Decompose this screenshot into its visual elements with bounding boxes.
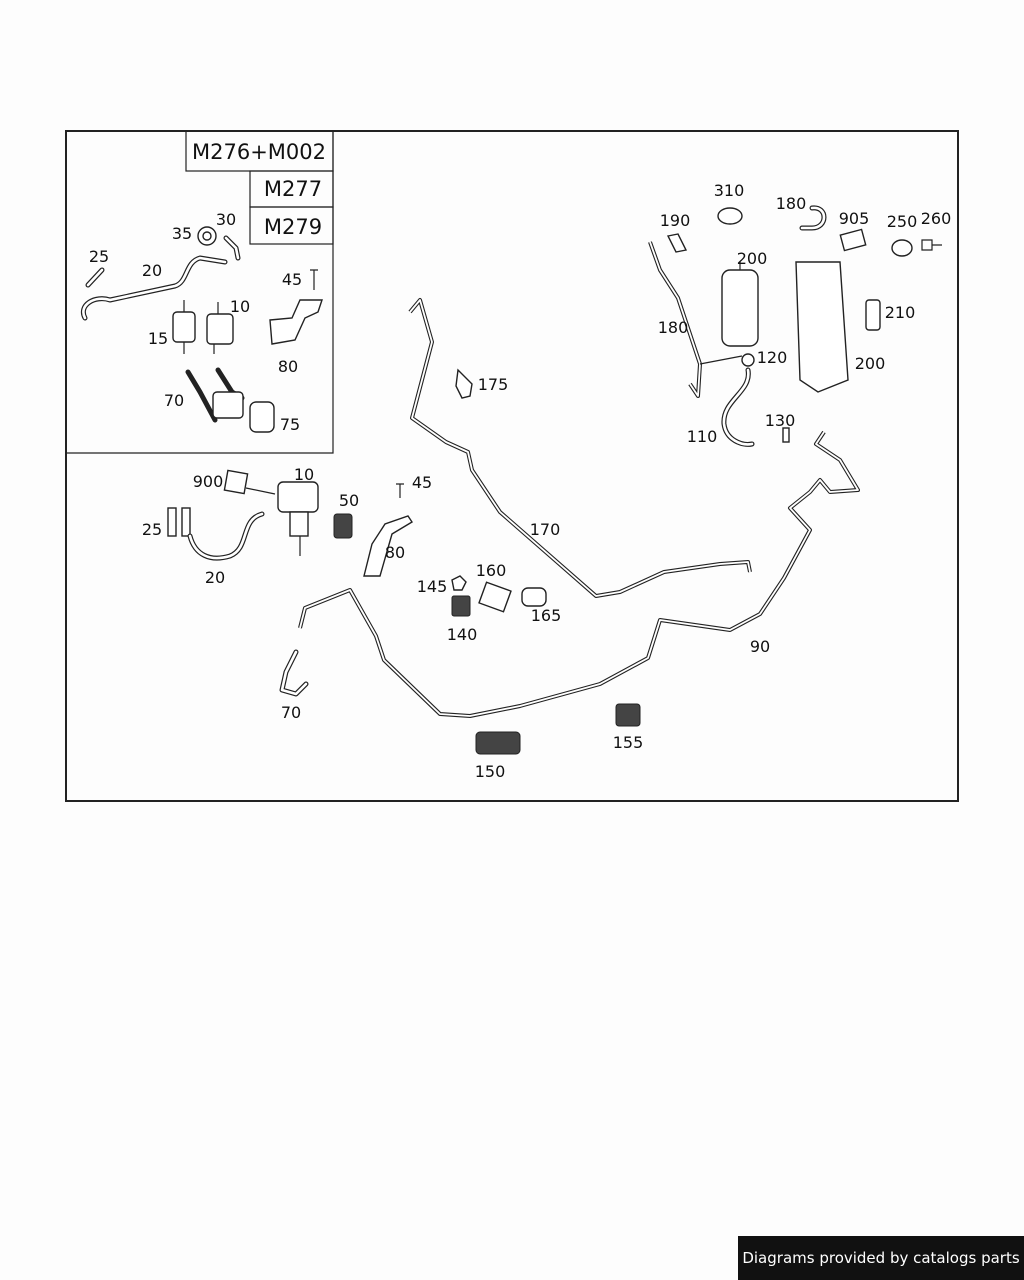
callout-labels: 25 20 35 30 45 10 15 80 70 75 900 10 25 …: [89, 181, 951, 781]
pipe-90: [298, 430, 860, 718]
label-150: 150: [475, 762, 506, 781]
variant-m276: M276+M002: [192, 140, 326, 164]
variant-m277: M277: [264, 177, 322, 201]
connector-175: [455, 368, 473, 399]
valve-10-inset: [206, 313, 234, 345]
diagram-frame: [65, 130, 959, 802]
variant-m279: M279: [264, 215, 322, 239]
label-190: 190: [660, 211, 691, 230]
label-160: 160: [476, 561, 507, 580]
label-310: 310: [714, 181, 745, 200]
middle-parts: [451, 368, 641, 755]
label-90: 90: [750, 637, 770, 656]
clip-50: [333, 513, 353, 539]
bracket-80: [363, 515, 413, 577]
label-120: 120: [757, 348, 788, 367]
label-45: 45: [412, 473, 432, 492]
grommet-250: [891, 239, 913, 257]
label-165: 165: [531, 606, 562, 625]
label-200-small: 200: [737, 249, 768, 268]
damper-165: [521, 587, 547, 607]
label-20-inset: 20: [142, 261, 162, 280]
bracket-80-inset: [269, 299, 323, 345]
pad-900: [223, 469, 249, 495]
screw-45-inset: [310, 269, 318, 290]
label-80-inset: 80: [278, 357, 298, 376]
label-155: 155: [613, 733, 644, 752]
right-parts: [648, 205, 942, 447]
pipes: [279, 298, 860, 718]
label-45-inset: 45: [282, 270, 302, 289]
label-20: 20: [205, 568, 225, 587]
valve-75: [249, 401, 275, 433]
canister-200-small: [721, 269, 759, 347]
label-25: 25: [142, 520, 162, 539]
label-260: 260: [921, 209, 952, 228]
valve-15: [172, 311, 196, 343]
variant-box-m279: [249, 206, 334, 245]
label-25-inset: 25: [89, 247, 109, 266]
label-180-top: 180: [776, 194, 807, 213]
label-900: 900: [193, 472, 224, 491]
canister-200-large: [795, 261, 849, 393]
pin-130: [782, 427, 790, 443]
clip-140: [451, 595, 471, 617]
pipe-70-inset: [185, 369, 218, 423]
clamp-310: [717, 207, 743, 225]
label-70: 70: [281, 703, 301, 722]
clip-160: [478, 581, 512, 613]
label-250: 250: [887, 212, 918, 231]
label-145: 145: [417, 577, 448, 596]
left-parts: [167, 469, 413, 577]
nut-145: [451, 575, 467, 591]
attribution-footer: Diagrams provided by catalogs parts: [738, 1236, 1024, 1280]
label-180: 180: [658, 318, 689, 337]
label-110: 110: [687, 427, 718, 446]
label-50: 50: [339, 491, 359, 510]
label-200-large: 200: [855, 354, 886, 373]
pad-905: [839, 228, 867, 252]
label-80: 80: [385, 543, 405, 562]
holder-150: [475, 731, 521, 755]
label-130: 130: [765, 411, 796, 430]
label-15: 15: [148, 329, 168, 348]
label-170: 170: [530, 520, 561, 539]
screw-45: [396, 483, 404, 498]
label-10: 10: [294, 465, 314, 484]
label-35: 35: [172, 224, 192, 243]
label-75: 75: [280, 415, 300, 434]
hose-25: [167, 507, 177, 537]
label-175: 175: [478, 375, 509, 394]
valve-210: [865, 299, 881, 331]
label-140: 140: [447, 625, 478, 644]
label-210: 210: [885, 303, 916, 322]
clip-155: [615, 703, 641, 727]
bolt-260: [921, 239, 942, 251]
inset-parts: [80, 226, 323, 433]
valve-10: [277, 481, 319, 513]
label-905: 905: [839, 209, 870, 228]
clip-190: [666, 233, 688, 253]
label-70-inset: 70: [164, 391, 184, 410]
label-10-inset: 10: [230, 297, 250, 316]
ring-120: [741, 353, 755, 367]
label-30: 30: [216, 210, 236, 229]
